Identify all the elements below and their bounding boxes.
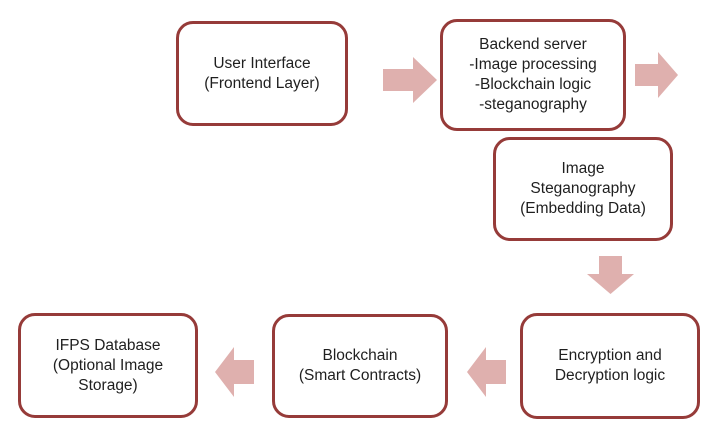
node-image-steganography: Image Steganography (Embedding Data) [493, 137, 673, 241]
arrow-right-icon [383, 57, 437, 103]
node-text-line: -steganography [479, 96, 587, 113]
arrow-left-shape [215, 347, 254, 397]
node-blockchain: Blockchain (Smart Contracts) [272, 314, 448, 418]
arrow-right-shape [635, 52, 678, 98]
node-text-line: -Blockchain logic [474, 76, 592, 93]
node-text-line: Steganography [530, 180, 636, 197]
node-text-line: IFPS Database [55, 336, 161, 354]
arrow-down-icon [587, 256, 634, 294]
node-text-line: -Image processing [469, 56, 597, 73]
node-text-line: Storage) [78, 376, 138, 394]
node-user-interface: User Interface (Frontend Layer) [176, 21, 348, 126]
arrow-down-shape [587, 256, 634, 294]
arrow-left-icon [215, 347, 254, 397]
arrow-right-shape [383, 57, 437, 103]
node-text-line: Decryption logic [554, 367, 666, 384]
node-encryption-decryption-logic: Encryption and Decryption logic [520, 313, 700, 419]
node-text-line: Backend server [479, 36, 587, 53]
node-text-line: Blockchain [322, 347, 398, 364]
node-text-line: (Optional Image [52, 356, 164, 374]
node-text-line: Image [561, 160, 605, 177]
node-backend-server: Backend server -Image processing -Blockc… [440, 19, 626, 131]
node-text-line: (Embedding Data) [520, 200, 646, 217]
arrow-left-icon [467, 347, 506, 397]
arrow-right-icon [635, 52, 678, 98]
arrow-left-shape [467, 347, 506, 397]
node-text-line: (Smart Contracts) [298, 367, 422, 384]
node-ifps-database: IFPS Database (Optional Image Storage) [18, 313, 198, 418]
node-text-line: User Interface [213, 54, 311, 72]
node-text-line: Encryption and [558, 347, 662, 364]
node-text-line: (Frontend Layer) [204, 74, 320, 92]
